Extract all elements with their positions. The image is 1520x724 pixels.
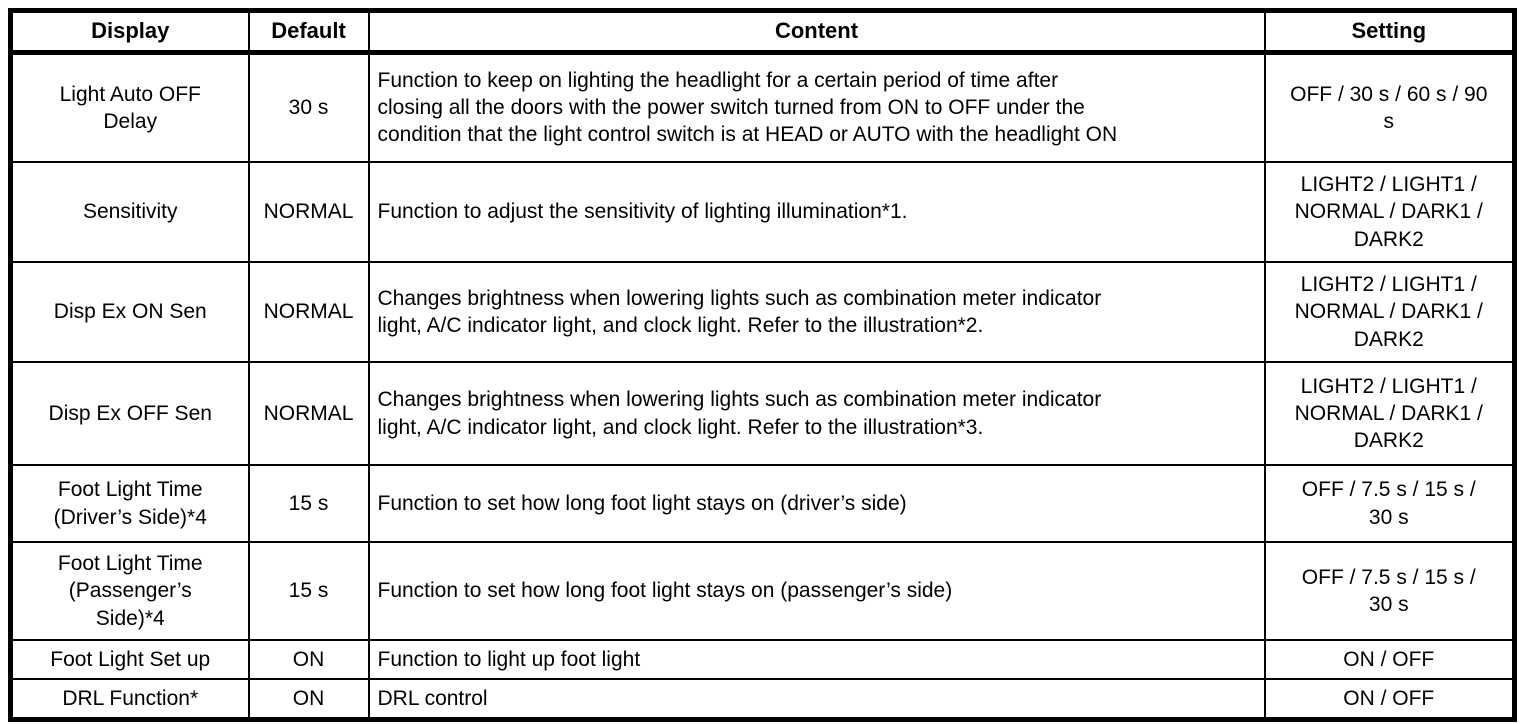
table-row-light-auto-off-delay: Light Auto OFF Delay 30 s Function to ke… (9, 51, 1516, 164)
cell-display: DRL Function* (9, 678, 250, 721)
table-header-row: Display Default Content Setting (9, 9, 1516, 55)
cell-content: Function to adjust the sensitivity of li… (367, 161, 1266, 264)
light-settings-table: Display Default Content Setting Light Au… (8, 8, 1517, 722)
cell-content: Changes brightness when lowering lights … (367, 361, 1266, 467)
column-header-content: Content (367, 9, 1266, 55)
column-header-default: Default (247, 9, 370, 55)
table-row-foot-light-time-passenger: Foot Light Time (Passenger’s Side)*4 15 … (9, 541, 1516, 642)
table-row-foot-light-set-up: Foot Light Set up ON Function to light u… (9, 639, 1516, 681)
cell-setting: LIGHT2 / LIGHT1 / NORMAL / DARK1 / DARK2 (1263, 161, 1516, 264)
cell-display: Disp Ex OFF Sen (9, 361, 250, 467)
cell-display: Foot Light Time (Passenger’s Side)*4 (9, 541, 250, 642)
cell-setting: OFF / 7.5 s / 15 s / 30 s (1263, 541, 1516, 642)
cell-content: Changes brightness when lowering lights … (367, 261, 1266, 364)
cell-content: Function to light up foot light (367, 639, 1266, 681)
cell-default: 15 s (247, 464, 370, 544)
cell-default: NORMAL (247, 261, 370, 364)
cell-default: NORMAL (247, 161, 370, 264)
cell-setting: ON / OFF (1263, 639, 1516, 681)
table-row-drl-function: DRL Function* ON DRL control ON / OFF (9, 678, 1516, 721)
cell-display: Light Auto OFF Delay (9, 51, 250, 164)
cell-setting: OFF / 30 s / 60 s / 90 s (1263, 51, 1516, 164)
table-row-disp-ex-on-sen: Disp Ex ON Sen NORMAL Changes brightness… (9, 261, 1516, 364)
cell-content: Function to set how long foot light stay… (367, 541, 1266, 642)
cell-default: ON (247, 639, 370, 681)
cell-default: ON (247, 678, 370, 721)
cell-setting: OFF / 7.5 s / 15 s / 30 s (1263, 464, 1516, 544)
cell-display: Sensitivity (9, 161, 250, 264)
table-row-foot-light-time-driver: Foot Light Time (Driver’s Side)*4 15 s F… (9, 464, 1516, 544)
cell-content: Function to set how long foot light stay… (367, 464, 1266, 544)
cell-setting: LIGHT2 / LIGHT1 / NORMAL / DARK1 / DARK2 (1263, 261, 1516, 364)
cell-default: NORMAL (247, 361, 370, 467)
cell-default: 30 s (247, 51, 370, 164)
cell-setting: ON / OFF (1263, 678, 1516, 721)
table-row-disp-ex-off-sen: Disp Ex OFF Sen NORMAL Changes brightnes… (9, 361, 1516, 467)
table-row-sensitivity: Sensitivity NORMAL Function to adjust th… (9, 161, 1516, 264)
cell-default: 15 s (247, 541, 370, 642)
cell-content: DRL control (367, 678, 1266, 721)
cell-display: Disp Ex ON Sen (9, 261, 250, 364)
cell-content: Function to keep on lighting the headlig… (367, 51, 1266, 164)
cell-setting: LIGHT2 / LIGHT1 / NORMAL / DARK1 / DARK2 (1263, 361, 1516, 467)
cell-display: Foot Light Time (Driver’s Side)*4 (9, 464, 250, 544)
column-header-setting: Setting (1263, 9, 1516, 55)
column-header-display: Display (9, 9, 250, 55)
cell-display: Foot Light Set up (9, 639, 250, 681)
